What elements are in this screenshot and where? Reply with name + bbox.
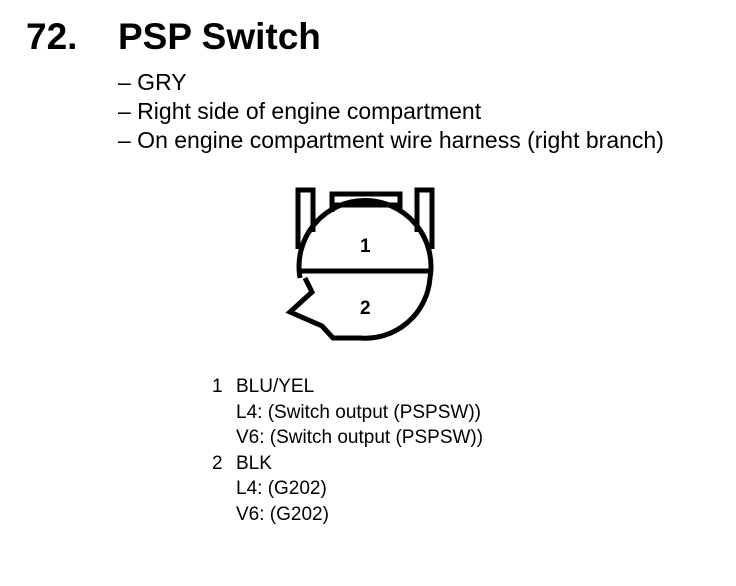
connector-left-latch <box>295 187 316 249</box>
component-details: – GRY – Right side of engine compartment… <box>118 68 664 155</box>
detail-location: – Right side of engine compartment <box>118 98 482 124</box>
component-number: 72. <box>26 16 78 57</box>
pin-assignment-list: 1 BLU/YEL L4: (Switch output (PSPSW)) V6… <box>212 374 483 527</box>
pin-circuit-v6: V6: (Switch output (PSPSW)) <box>236 427 484 448</box>
pin-wire-color: BLU/YEL <box>236 376 315 397</box>
connector-right-latch <box>414 187 435 249</box>
pin-wire-color: BLK <box>236 452 272 474</box>
pin-circuit-l4: L4: (Switch output (PSPSW)) <box>236 401 481 423</box>
component-title: PSP Switch <box>118 16 321 57</box>
page-title: 72. PSP Switch <box>26 12 321 62</box>
pin-number: 1 <box>212 376 223 397</box>
pin-number: 2 <box>212 452 223 474</box>
connector-body <box>285 198 434 341</box>
pin-circuit-l4: L4: (G202) <box>236 478 327 499</box>
pin-label-1: 1 <box>360 236 371 257</box>
pin-circuit-v6: V6: (G202) <box>236 503 329 525</box>
pin-label-2: 2 <box>360 298 371 319</box>
pin-row: 2 BLK <box>212 451 483 477</box>
pin-row: 1 BLU/YEL <box>212 374 483 400</box>
detail-harness: – On engine compartment wire harness (ri… <box>118 127 664 153</box>
detail-color: – GRY <box>118 69 187 95</box>
